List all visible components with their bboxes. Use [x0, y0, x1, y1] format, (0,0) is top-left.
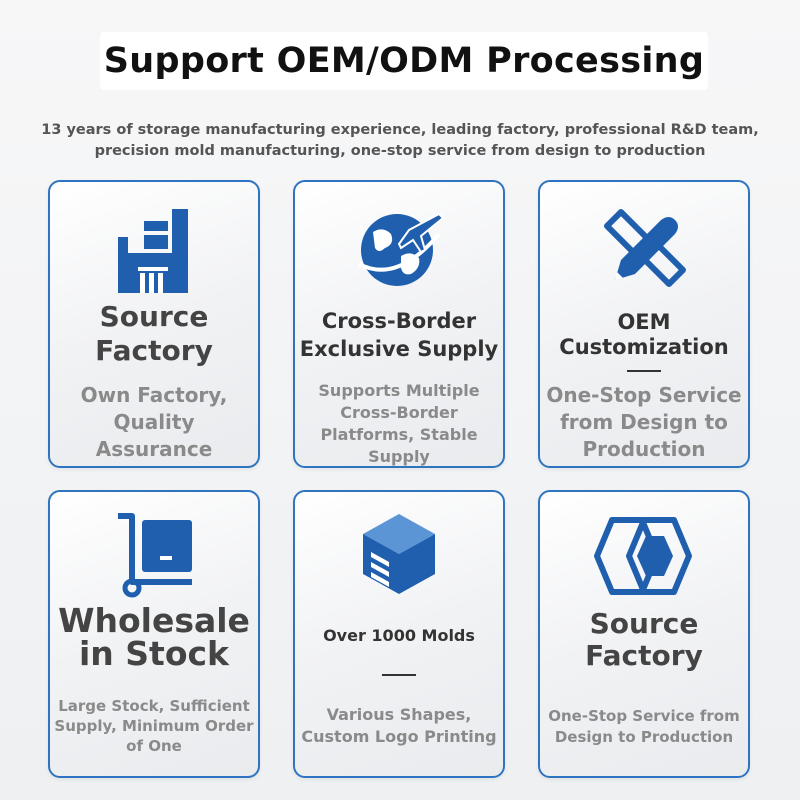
pencil-ruler-icon: [604, 209, 686, 287]
subtitle-line: precision mold manufacturing, one-stop s…: [94, 143, 706, 159]
subtitle-line: 13 years of storage manufacturing experi…: [41, 122, 759, 138]
globe-plane-icon: [358, 212, 445, 286]
title-banner: Support OEM/ODM Processing: [100, 32, 708, 90]
page-subtitle: 13 years of storage manufacturing experi…: [20, 120, 780, 162]
divider: [627, 370, 661, 372]
divider: [382, 674, 416, 676]
card-title: Over 1000 Molds: [323, 626, 475, 645]
factory-icon: [118, 209, 188, 293]
card-description: Various Shapes,Custom Logo Printing: [301, 705, 497, 746]
page-title: Support OEM/ODM Processing: [103, 41, 705, 81]
cube-icon: [363, 514, 435, 594]
hand-truck-icon: [118, 513, 192, 598]
hexagons-icon: [594, 517, 692, 595]
feature-card-molds: Over 1000 Molds Various Shapes,Custom Lo…: [293, 490, 505, 778]
